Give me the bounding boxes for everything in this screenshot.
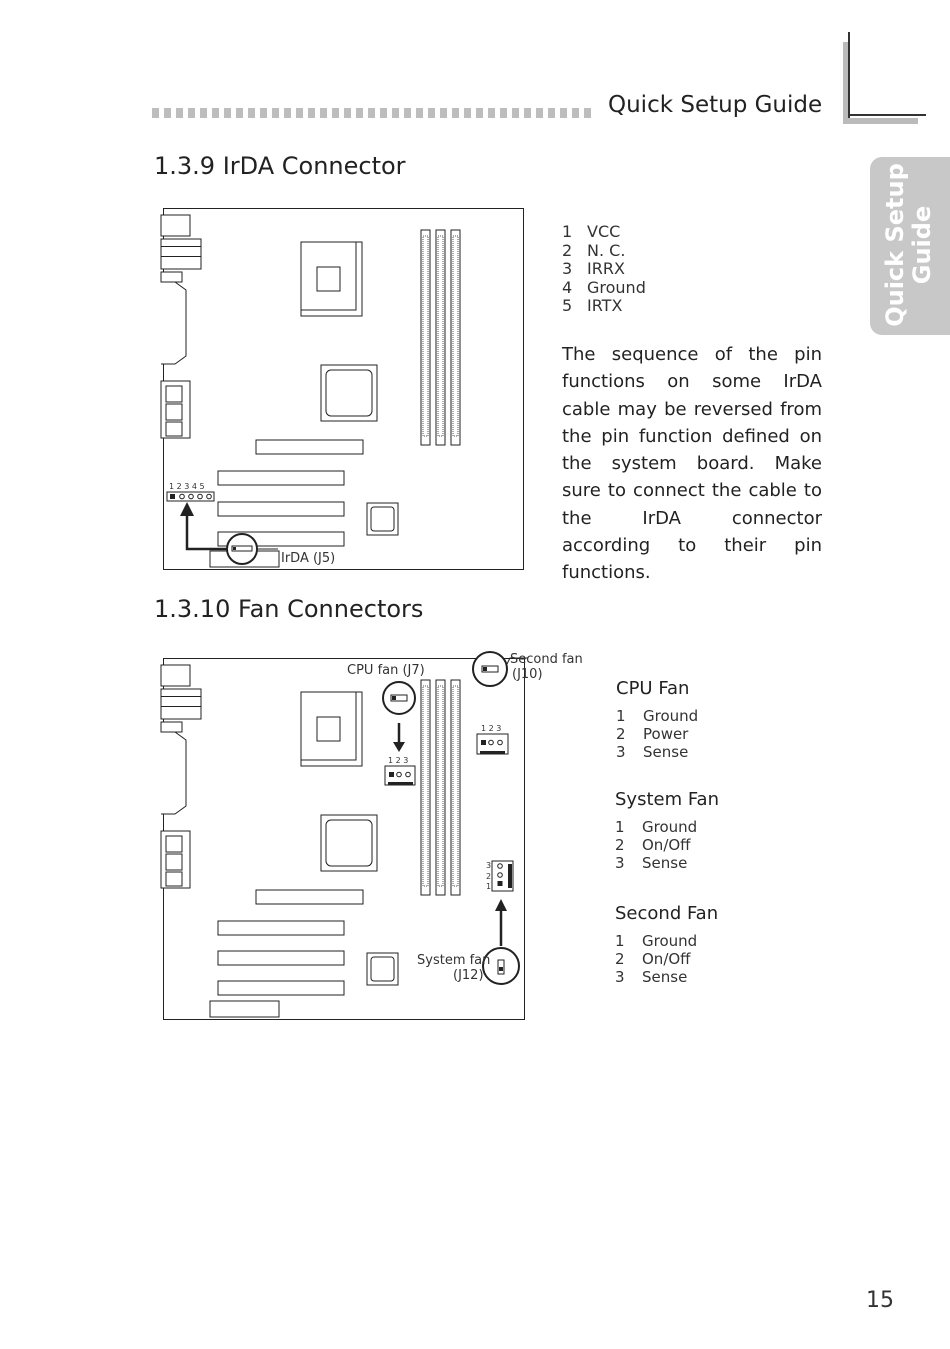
page-number: 15 xyxy=(866,1288,894,1313)
io-port xyxy=(160,688,202,720)
irda-note-paragraph: The sequence of the pin functions on som… xyxy=(562,344,822,584)
system-fan-arrow xyxy=(495,899,507,911)
irda-section-title: 1.3.9 IrDA Connector xyxy=(154,152,406,180)
side-tab-label: Quick Setup Guide xyxy=(881,163,936,327)
io-port xyxy=(160,664,191,687)
agp-slot xyxy=(255,439,364,455)
cpu-fan-arrow xyxy=(393,742,405,752)
audio-ports xyxy=(160,830,191,889)
irda-header-pin-numbers: 1 2 3 4 5 xyxy=(169,482,205,491)
pci-slot xyxy=(217,980,345,996)
cpu-fan-callout: CPU fan (J7) xyxy=(347,663,425,678)
irda-board-diagram: 1 2 3 4 5 IrDA (J5) xyxy=(160,208,524,570)
second-fan-pin-numbers: 1 2 3 xyxy=(481,724,501,733)
system-fan-pin3: 3 xyxy=(486,861,491,870)
irda-arrow xyxy=(185,511,228,551)
system-fan-callout-line2: (J12) xyxy=(453,968,484,983)
cpu-fan-title: CPU Fan xyxy=(616,678,690,699)
corner-mark-shadow-h xyxy=(843,118,918,124)
dimm-slot xyxy=(420,679,431,896)
io-port xyxy=(160,238,202,270)
io-port xyxy=(160,214,191,237)
dimm-slot xyxy=(435,229,446,446)
corner-mark-h xyxy=(848,114,926,116)
corner-mark-v xyxy=(848,32,850,124)
dimm-slot xyxy=(435,679,446,896)
irda-header-zoom xyxy=(166,491,215,502)
pci-slot xyxy=(217,501,345,517)
dimm-slot xyxy=(420,229,431,446)
system-fan-pin1: 1 xyxy=(486,882,491,891)
pci-slot xyxy=(217,950,345,966)
io-port xyxy=(160,271,183,283)
system-fan-title: System Fan xyxy=(615,789,719,810)
system-fan-callout-line1: System fan xyxy=(417,953,490,968)
parallel-port xyxy=(161,731,187,815)
fan-board-diagram: CPU fan (J7) 1 2 3 Second fan (J10) 1 2 … xyxy=(160,651,583,1020)
pci-slot xyxy=(217,470,345,486)
header-dotted-rule xyxy=(152,108,592,118)
cnr-slot xyxy=(209,1000,280,1018)
dimm-slot xyxy=(450,679,461,896)
audio-ports xyxy=(160,380,191,439)
dimm-slot xyxy=(450,229,461,446)
pci-slot xyxy=(217,920,345,936)
agp-slot xyxy=(255,889,364,905)
corner-mark-shadow-v xyxy=(843,42,848,124)
second-fan-callout-line1: Second fan xyxy=(510,652,583,667)
io-port xyxy=(160,721,183,733)
system-fan-pin2: 2 xyxy=(486,872,491,881)
cpu-fan-pin-numbers: 1 2 3 xyxy=(388,756,408,765)
second-fan-callout-line2: (J10) xyxy=(512,667,543,682)
page-header-title: Quick Setup Guide xyxy=(608,92,823,118)
fan-section-title: 1.3.10 Fan Connectors xyxy=(154,595,424,623)
parallel-port xyxy=(161,281,187,365)
second-fan-title: Second Fan xyxy=(615,903,719,924)
irda-callout-label: IrDA (J5) xyxy=(281,551,335,566)
side-tab xyxy=(870,157,950,335)
